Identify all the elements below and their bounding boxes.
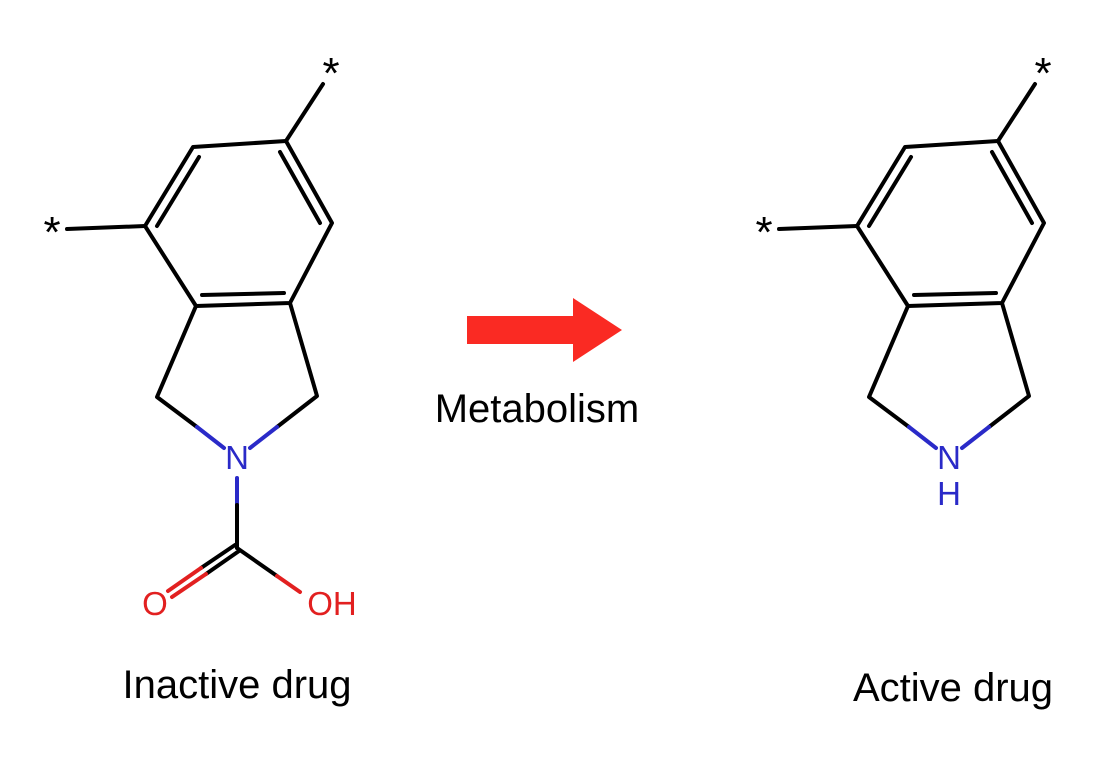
double-bond-inner [912, 291, 998, 297]
star-bond [777, 224, 859, 231]
ring-bond [275, 301, 319, 429]
right-molecule: * * N H Active drug [755, 49, 1053, 710]
benzene-ring [855, 139, 1046, 308]
attachment-star-icon: * [43, 208, 60, 257]
active-drug-caption: Active drug [853, 666, 1053, 710]
carbonyl-double-bond [166, 566, 203, 593]
carbonyl-double-bond [204, 549, 241, 576]
nitrogen-label: N [225, 439, 249, 476]
ring-bond [155, 304, 199, 429]
carbon-nitrogen-bond [907, 425, 938, 450]
double-bond-inner [200, 291, 286, 297]
left-molecule: * * N O OH Inactive drug [43, 49, 356, 707]
star-bond [284, 82, 325, 143]
reaction-arrow-group: Metabolism [435, 298, 640, 431]
benzene-ring-bonds [143, 139, 334, 308]
double-bond-inner [278, 150, 322, 225]
hydroxyl-bond [275, 574, 302, 594]
carboxyl-group [166, 476, 302, 599]
attachment-star-icon: * [1034, 49, 1051, 98]
attachment-points: * * [43, 49, 339, 257]
carbonyl-double-bond [199, 543, 237, 570]
carbonyl-double-bond [170, 572, 208, 599]
double-bond-inner [155, 155, 201, 228]
hydroxyl-label: OH [307, 585, 357, 622]
double-bond-inner [990, 150, 1034, 225]
star-bond [65, 224, 147, 231]
carbon-nitrogen-bond [248, 425, 279, 450]
attachment-star-icon: * [322, 49, 339, 98]
attachment-star-icon: * [755, 208, 772, 257]
pyrrolidine-ring [155, 301, 319, 450]
hydrogen-label: H [937, 475, 961, 512]
attachment-points: * * [755, 49, 1051, 257]
benzene-ring [143, 139, 334, 308]
pyrrolidine-ring [867, 301, 1031, 450]
carbon-nitrogen-bond [195, 425, 226, 450]
star-bond [996, 82, 1037, 143]
ring-bond [867, 304, 911, 429]
right-arrow-icon [467, 298, 622, 362]
benzene-ring-bonds [855, 139, 1046, 308]
ring-bond [987, 301, 1031, 429]
double-bond-inner [867, 155, 913, 228]
inactive-drug-caption: Inactive drug [122, 663, 351, 707]
nitrogen-label: N [937, 439, 961, 476]
carbon-nitrogen-bond [960, 425, 991, 450]
oxygen-label: O [142, 585, 168, 622]
hydroxyl-bond [235, 546, 279, 578]
metabolism-label: Metabolism [435, 387, 640, 431]
